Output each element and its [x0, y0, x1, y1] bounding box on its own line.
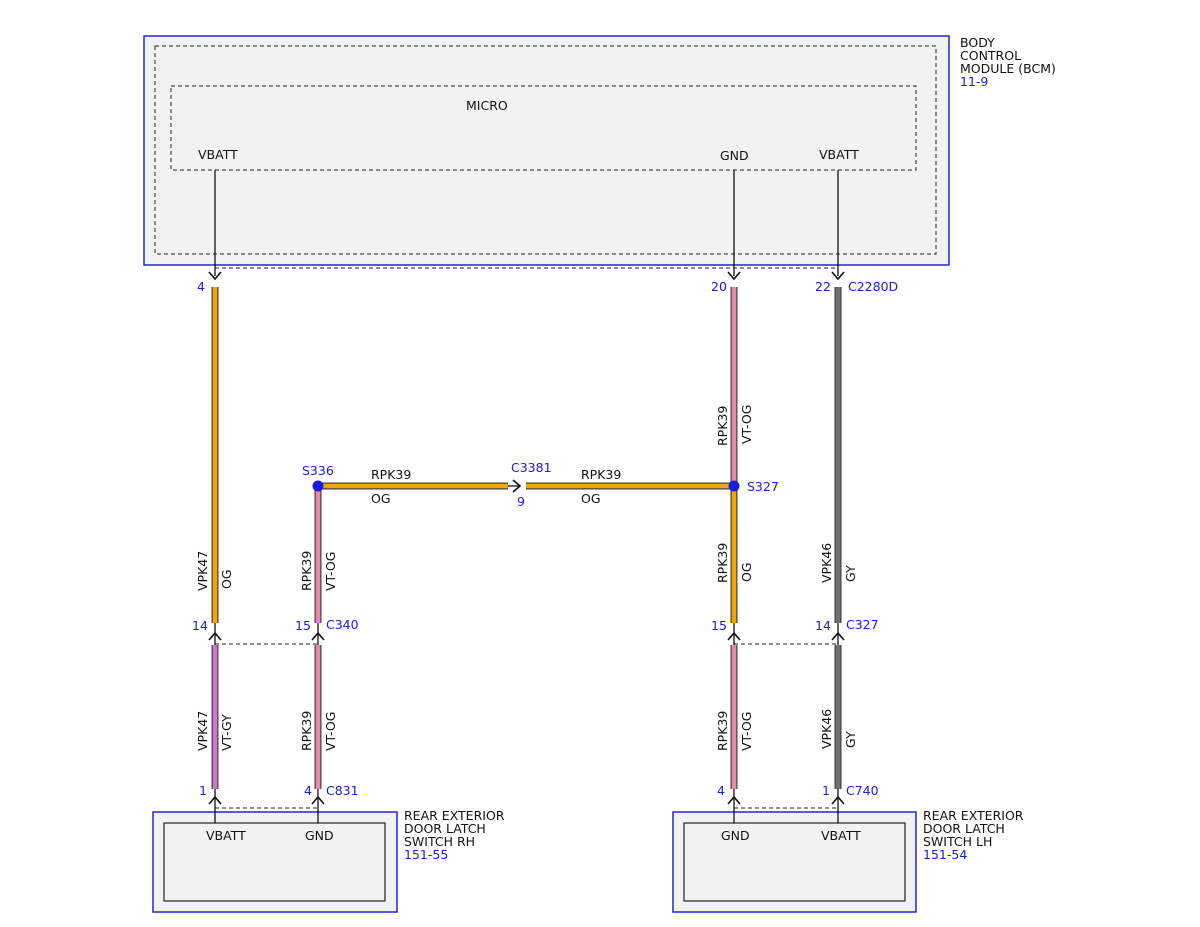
wire-rpk39-s327-c327-circuit: RPK39	[715, 543, 730, 583]
lh-switch-name-line1: REAR EXTERIOR	[923, 808, 1024, 823]
bcm-name-line2: CONTROL	[960, 48, 1021, 63]
bcm-inner-dashed	[154, 45, 937, 255]
lh-switch-gnd-label: GND	[721, 828, 750, 843]
c2280d-pin-4: 4	[197, 279, 205, 294]
wire-rpk39-s336-c340-color: VT-OG	[323, 552, 338, 591]
wire-rpk39-s327-c327-color: OG	[739, 562, 754, 582]
wire-vpk46-lower-color: GY	[843, 731, 858, 748]
wire-rpk39-h-right-color: OG	[581, 491, 601, 506]
wire-rpk39-bcm-s327: RPK39 VT-OG	[715, 287, 754, 486]
splice-s336-label: S336	[302, 463, 334, 478]
bcm-module: MICRO VBATT GND VBATT BODY CONTROL MODUL…	[143, 35, 1056, 294]
rh-switch-vbatt-label: VBATT	[206, 828, 246, 843]
splice-s327-label: S327	[747, 479, 779, 494]
c340-pin14-icon	[208, 631, 222, 641]
bcm-name-line3: MODULE (BCM)	[960, 61, 1056, 76]
c2280d-pin-22: 22	[815, 279, 831, 294]
c831-connector-label: C831	[326, 783, 359, 798]
c740-pin-1: 1	[822, 783, 830, 798]
wire-vpk47-vtgy-color: VT-GY	[219, 714, 234, 751]
c340-connector-label: C340	[326, 617, 359, 632]
c740-pin4-icon	[727, 795, 741, 805]
c340-connector: 14 15 C340	[192, 617, 359, 645]
wire-vpk47-vtgy-circuit: VPK47	[195, 711, 210, 751]
wire-vpk46-lower: VPK46 GY	[819, 645, 858, 789]
c831-pin-4: 4	[304, 783, 312, 798]
wire-rpk39-s336-c340-circuit: RPK39	[299, 551, 314, 591]
c340-pin-15: 15	[295, 618, 311, 633]
rh-switch-name-line3: SWITCH RH	[404, 834, 475, 849]
wire-rpk39-horizontal: RPK39 OG RPK39 OG C3381 9	[318, 460, 734, 509]
wire-rpk39-c340-c831-circuit: RPK39	[299, 711, 314, 751]
wire-rpk39-c327-c740-circuit: RPK39	[715, 711, 730, 751]
c2280d-pin20-icon	[727, 271, 741, 281]
wire-rpk39-c340-c831-color: VT-OG	[323, 712, 338, 751]
c327-connector: 15 14 C327	[711, 617, 879, 645]
wire-vpk46-lower-circuit: VPK46	[819, 709, 834, 749]
wire-rpk39-bcm-s327-circuit: RPK39	[715, 406, 730, 446]
bcm-name-line1: BODY	[960, 35, 995, 50]
rh-switch-name-line2: DOOR LATCH	[404, 821, 486, 836]
wire-vpk47-og: VPK47 OG	[195, 287, 234, 623]
c3381-pin-9: 9	[517, 494, 525, 509]
rh-switch: 1 4 C831 VBATT GND REAR EXTERIOR DOOR LA…	[152, 783, 505, 913]
c2280d-connector-label: C2280D	[848, 279, 898, 294]
lh-switch-name-line2: DOOR LATCH	[923, 821, 1005, 836]
rh-switch-ref: 151-55	[404, 847, 448, 862]
bcm-ref: 11-9	[960, 74, 988, 89]
c327-pin14-icon	[831, 631, 845, 641]
wire-rpk39-c327-c740: RPK39 VT-OG	[715, 645, 754, 789]
rh-switch-outline	[152, 811, 398, 913]
wire-rpk39-c327-c740-color: VT-OG	[739, 712, 754, 751]
bcm-vbatt-right-label: VBATT	[819, 147, 859, 162]
bcm-gnd-label: GND	[720, 148, 749, 163]
c2280d-pin-20: 20	[711, 279, 727, 294]
rh-switch-gnd-label: GND	[305, 828, 334, 843]
wire-rpk39-h-left-color: OG	[371, 491, 391, 506]
wire-vpk46-upper: VPK46 GY	[819, 287, 858, 623]
wire-vpk47-og-color: OG	[219, 569, 234, 589]
c327-connector-label: C327	[846, 617, 879, 632]
micro-dashed-box	[170, 85, 917, 171]
c327-pin15-icon	[727, 631, 741, 641]
rh-switch-inner	[163, 822, 386, 902]
wire-vpk46-upper-circuit: VPK46	[819, 543, 834, 583]
splice-s327	[728, 480, 740, 492]
wire-rpk39-bcm-s327-color: VT-OG	[739, 405, 754, 444]
lh-switch-ref: 151-54	[923, 847, 967, 862]
wire-vpk46-upper-color: GY	[843, 565, 858, 582]
c340-pin15-icon	[311, 631, 325, 641]
bcm-outline	[143, 35, 950, 266]
c3381-connector-label: C3381	[511, 460, 552, 475]
lh-switch-name-line3: SWITCH LH	[923, 834, 992, 849]
c2280d-pin22-icon	[831, 271, 845, 281]
wire-rpk39-c340-c831: RPK39 VT-OG	[299, 645, 338, 789]
lh-switch-vbatt-label: VBATT	[821, 828, 861, 843]
wire-rpk39-h-left-circuit: RPK39	[371, 467, 411, 482]
c740-pin1-icon	[831, 795, 845, 805]
wire-rpk39-s327-c327: RPK39 OG	[715, 486, 754, 623]
c340-pin-14: 14	[192, 618, 208, 633]
c831-pin1-icon	[208, 795, 222, 805]
wire-rpk39-s336-c340: RPK39 VT-OG	[299, 487, 338, 623]
c327-pin-14: 14	[815, 618, 831, 633]
c3381-connector-icon	[512, 479, 522, 493]
wire-vpk47-og-circuit: VPK47	[195, 551, 210, 591]
bcm-vbatt-left-label: VBATT	[198, 147, 238, 162]
wire-vpk47-vtgy: VPK47 VT-GY	[195, 645, 234, 789]
rh-switch-name-line1: REAR EXTERIOR	[404, 808, 505, 823]
lh-switch: 4 1 C740 GND VBATT REAR EXTERIOR DOOR LA…	[672, 783, 1024, 913]
lh-switch-inner	[683, 822, 906, 902]
c327-pin-15: 15	[711, 618, 727, 633]
wire-rpk39-h-right-circuit: RPK39	[581, 467, 621, 482]
c831-pin4-icon	[311, 795, 325, 805]
c2280d-pin4-icon	[208, 271, 222, 281]
c740-connector-label: C740	[846, 783, 879, 798]
splice-s336	[312, 480, 324, 492]
lh-switch-outline	[672, 811, 917, 913]
c831-pin-1: 1	[199, 783, 207, 798]
micro-label: MICRO	[466, 98, 508, 113]
c740-pin-4: 4	[717, 783, 725, 798]
